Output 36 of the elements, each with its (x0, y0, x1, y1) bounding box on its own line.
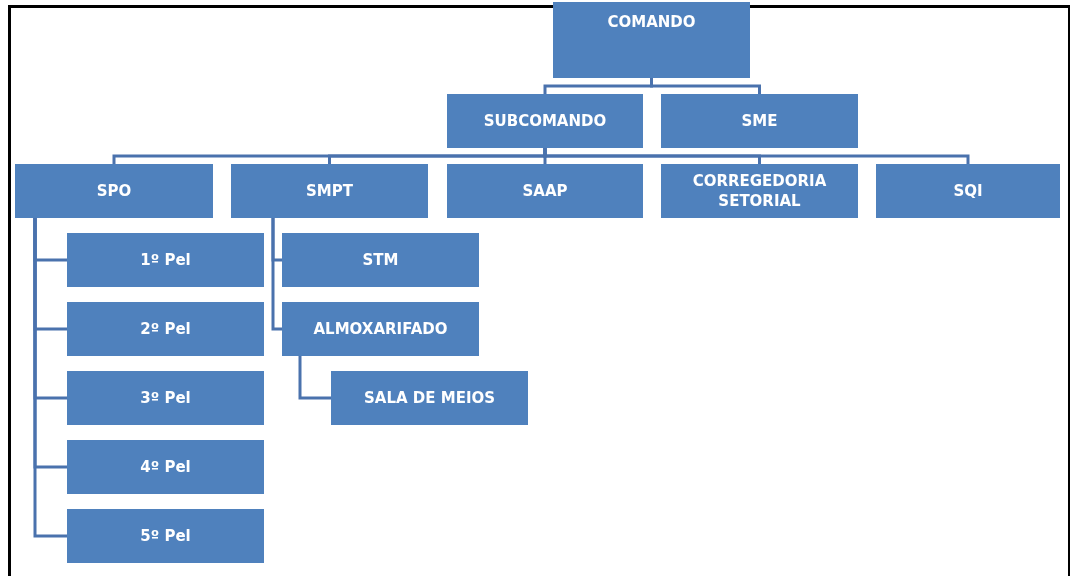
org-box (67, 509, 264, 563)
unit-label: 2º Pel (140, 318, 191, 340)
unit-label: SALA DE MEIOS (364, 387, 495, 409)
org-box (331, 371, 528, 425)
unit-label: SMPT (306, 180, 353, 202)
org-box (231, 164, 428, 218)
unit-label: SPO (96, 180, 132, 202)
unit-label: CORREGEDORIA SETORIAL (691, 170, 828, 212)
org-box (67, 233, 264, 287)
org-box (876, 164, 1060, 218)
org-box (67, 302, 264, 356)
unit-label: 3º Pel (140, 387, 191, 409)
unit-label: SUBCOMANDO (483, 110, 607, 132)
unit-label: ALMOXARIFADO (313, 318, 448, 340)
org-box (67, 371, 264, 425)
org-box (661, 164, 858, 218)
connector-line (543, 148, 970, 164)
unit-label: STM (362, 249, 399, 271)
unit-label: 1º Pel (140, 249, 191, 271)
unit-label: 4º Pel (140, 456, 191, 478)
unit-label: COMANDO (607, 12, 696, 33)
unit-label: 5º Pel (140, 525, 191, 547)
org-box (67, 440, 264, 494)
org-box (447, 94, 643, 148)
org-box (447, 164, 643, 218)
unit-label: SME (741, 110, 778, 132)
connector-line (33, 218, 67, 538)
org-box (282, 302, 479, 356)
org-box (282, 233, 479, 287)
unit-label: SAAP (522, 180, 568, 202)
connector-line (271, 218, 282, 331)
connector-line (298, 356, 331, 400)
org-box (15, 164, 213, 218)
unit-label: SQI (953, 180, 983, 202)
org-box (661, 94, 858, 148)
org-box (553, 2, 750, 78)
